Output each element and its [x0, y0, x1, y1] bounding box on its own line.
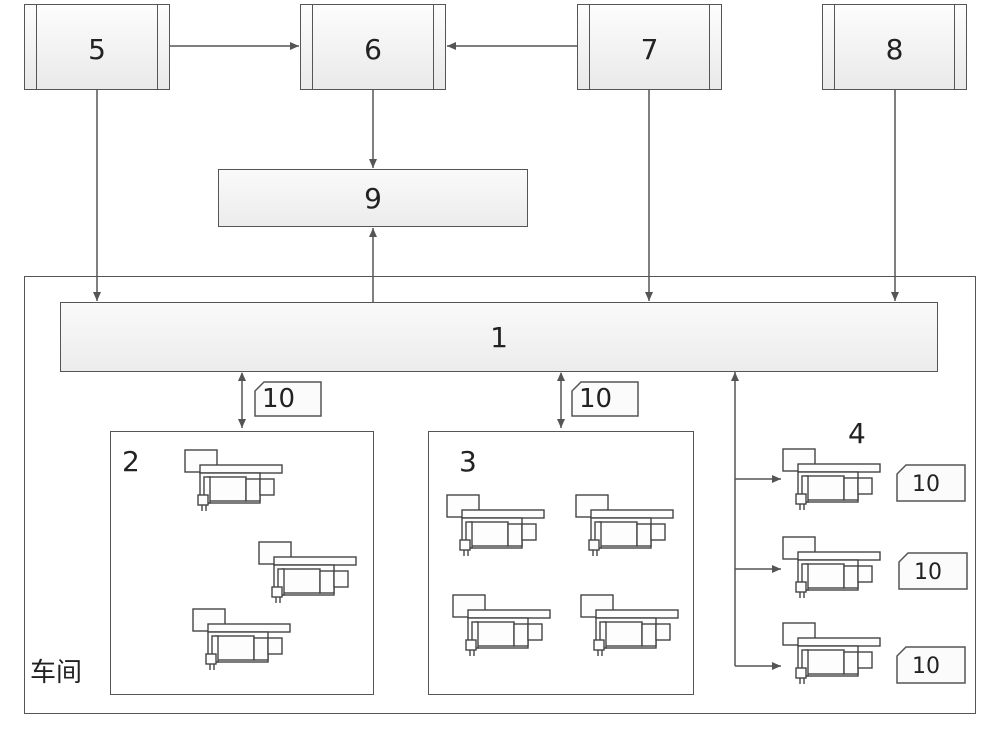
machine-tool-icon: [782, 448, 882, 510]
link-tag-4a-label: 10: [912, 472, 940, 497]
box-1-label: 1: [490, 321, 508, 354]
workshop-label: 车间: [30, 658, 83, 688]
link-tag-2: 10: [254, 381, 322, 417]
region-2-label: 2: [122, 445, 140, 478]
box-1: 1: [60, 302, 938, 372]
region-2: [110, 431, 374, 695]
link-tag-3: 10: [571, 381, 639, 417]
region-3: [428, 431, 694, 695]
box-9-label: 9: [364, 182, 382, 215]
box-7-label: 7: [640, 33, 659, 66]
link-tag-4c: 10: [896, 646, 966, 684]
box-5-label: 5: [88, 33, 106, 66]
machine-tool-icon: [446, 494, 546, 556]
machine-tool-icon: [782, 622, 882, 684]
machine-tool-icon: [192, 608, 292, 670]
region-3-label: 3: [459, 445, 477, 478]
link-tag-3-label: 10: [579, 384, 613, 414]
box-6: 6: [300, 4, 446, 90]
link-tag-2-label: 10: [262, 384, 296, 414]
group-4-label: 4: [848, 417, 866, 450]
link-tag-4a: 10: [896, 464, 966, 502]
box-8: 8: [822, 4, 967, 90]
machine-tool-icon: [258, 541, 358, 603]
machine-tool-icon: [575, 494, 675, 556]
box-6-label: 6: [364, 33, 382, 66]
workshop-frame: [24, 276, 976, 714]
box-7: 7: [577, 4, 722, 90]
link-tag-4b: 10: [898, 552, 968, 590]
machine-tool-icon: [184, 449, 284, 511]
box-9: 9: [218, 169, 528, 227]
box-8-label: 8: [885, 33, 904, 66]
machine-tool-icon: [782, 536, 882, 598]
link-tag-4c-label: 10: [912, 654, 940, 679]
machine-tool-icon: [452, 594, 552, 656]
link-tag-4b-label: 10: [914, 560, 942, 585]
box-5: 5: [24, 4, 170, 90]
machine-tool-icon: [580, 594, 680, 656]
